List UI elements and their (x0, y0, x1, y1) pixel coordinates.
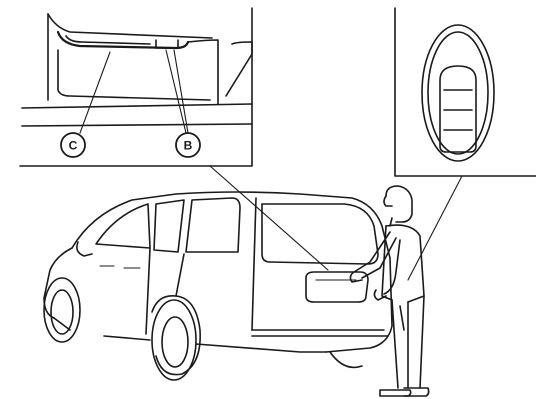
person-near-hand (374, 290, 386, 300)
tailgate-window (262, 204, 378, 264)
person-near-arm (384, 240, 400, 294)
vehicle-hood (44, 248, 72, 318)
person-leg-back (420, 296, 424, 388)
middle-window (154, 200, 184, 252)
key-fob-button-panel (440, 66, 476, 152)
person-leg-front (392, 300, 398, 388)
callout-c: C (61, 133, 85, 157)
inset-lower-panel (58, 50, 210, 100)
key-fob-outer (422, 25, 494, 161)
front-wheel-outer (44, 278, 80, 342)
inset-bumper-line-1 (22, 104, 252, 108)
leader-key-fob (408, 176, 462, 280)
callout-c-label: C (69, 139, 78, 153)
inset-handle-inner (66, 36, 150, 44)
front-door-window (96, 204, 150, 248)
inset-handle-detail: C B (20, 8, 252, 166)
inset-right-trim (188, 40, 218, 104)
person (350, 186, 428, 396)
door-seams (146, 248, 184, 334)
person-face (384, 196, 392, 206)
far-wheel (330, 352, 362, 367)
vehicle (44, 192, 392, 380)
inset-bumper-line-2 (22, 124, 252, 126)
inset-taillight (226, 42, 252, 96)
vehicle-rocker (54, 318, 326, 352)
person-pocket (400, 306, 404, 330)
rear-wheel-outer (152, 300, 196, 380)
key-fob-inner (428, 32, 488, 154)
person-head (386, 186, 412, 222)
callout-b: B (176, 133, 200, 157)
leader-handle (210, 166, 328, 270)
rear-wheel-inner (162, 317, 188, 367)
license-plate-recess (306, 272, 368, 302)
inset-upper-trim (48, 14, 212, 38)
leader-c (80, 52, 110, 133)
rear-quarter-window (186, 198, 240, 252)
side-mirror (77, 242, 92, 256)
tailgate-left-edge (252, 198, 256, 330)
front-wheel-inner (51, 290, 73, 334)
callout-b-label: B (184, 139, 193, 153)
person-shoe-front (380, 390, 411, 396)
inset-key-fob (395, 8, 536, 280)
